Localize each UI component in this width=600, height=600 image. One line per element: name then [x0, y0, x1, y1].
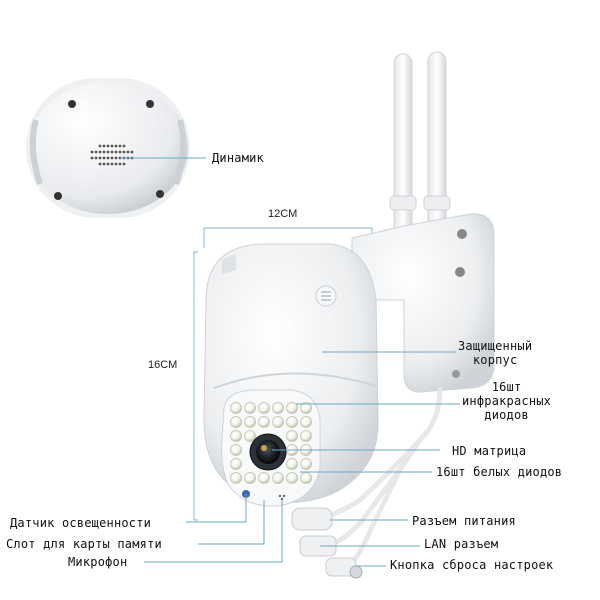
label-lan-connector: LAN разъем — [424, 537, 499, 551]
speaker-hole — [122, 150, 126, 154]
connectors — [291, 507, 363, 579]
led — [272, 472, 284, 484]
led — [230, 430, 242, 442]
mic-holes — [278, 494, 286, 501]
speaker-hole — [118, 144, 122, 148]
speaker-hole — [102, 144, 106, 148]
led — [286, 402, 298, 414]
led — [286, 416, 298, 428]
led — [258, 472, 270, 484]
speaker-hole — [94, 150, 98, 154]
speaker-hole — [106, 150, 110, 154]
label-power-connector: Разъем питания — [412, 514, 516, 528]
lens — [249, 433, 287, 471]
speaker-hole — [94, 156, 98, 160]
speaker-hole — [114, 150, 118, 154]
speaker-hole — [122, 144, 126, 148]
speaker-hole — [130, 150, 134, 154]
label-sd-slot: Слот для карты памяти — [6, 537, 162, 551]
led — [230, 458, 242, 470]
label-microphone: Микрофон — [68, 555, 128, 569]
label-housing: Защищенный корпус — [458, 339, 533, 367]
speaker-hole — [102, 150, 106, 154]
led — [230, 416, 242, 428]
speaker-hole — [110, 156, 114, 160]
speaker-hole — [122, 162, 126, 166]
speaker-hole — [126, 150, 130, 154]
label-ir-leds: 16шт инфракрасных диодов — [462, 380, 552, 422]
led — [258, 416, 270, 428]
label-light-sensor: Датчик освещенности — [10, 516, 152, 530]
speaker-closeup — [26, 78, 190, 218]
speaker-hole — [90, 156, 94, 160]
antennas — [389, 51, 451, 245]
speaker-hole — [98, 156, 102, 160]
led — [272, 416, 284, 428]
led — [300, 416, 312, 428]
speaker-hole — [110, 150, 114, 154]
led — [300, 402, 312, 414]
wall-bracket — [351, 213, 495, 393]
led — [272, 402, 284, 414]
led — [230, 402, 242, 414]
led — [244, 416, 256, 428]
speaker-hole — [102, 156, 106, 160]
led — [286, 472, 298, 484]
speaker-hole — [98, 144, 102, 148]
led — [300, 458, 312, 470]
led — [244, 430, 256, 442]
label-white-leds: 16шт белых диодов — [436, 465, 563, 479]
led — [286, 430, 298, 442]
led — [230, 472, 242, 484]
led — [244, 472, 256, 484]
label-height: 16CM — [148, 359, 178, 371]
speaker-hole — [118, 150, 122, 154]
led — [300, 430, 312, 442]
speaker-hole — [114, 156, 118, 160]
led — [286, 458, 298, 470]
led — [244, 402, 256, 414]
led — [258, 402, 270, 414]
speaker-hole — [110, 162, 114, 166]
speaker-hole — [114, 144, 118, 148]
label-speaker: Динамик — [212, 151, 264, 165]
leader-lines — [120, 157, 460, 567]
speaker-hole — [110, 144, 114, 148]
speaker-hole — [90, 150, 94, 154]
speaker-hole — [106, 144, 110, 148]
speaker-hole — [118, 162, 122, 166]
led — [300, 472, 312, 484]
speaker-hole — [106, 156, 110, 160]
speaker-hole — [102, 162, 106, 166]
label-hd-matrix: HD матрица — [452, 444, 527, 458]
speaker-hole — [98, 150, 102, 154]
label-width: 12CM — [268, 208, 298, 220]
label-reset-button: Кнопка сброса настроек — [390, 558, 554, 572]
speaker-hole — [106, 162, 110, 166]
led — [230, 444, 242, 456]
speaker-hole — [98, 162, 102, 166]
speaker-hole — [114, 162, 118, 166]
